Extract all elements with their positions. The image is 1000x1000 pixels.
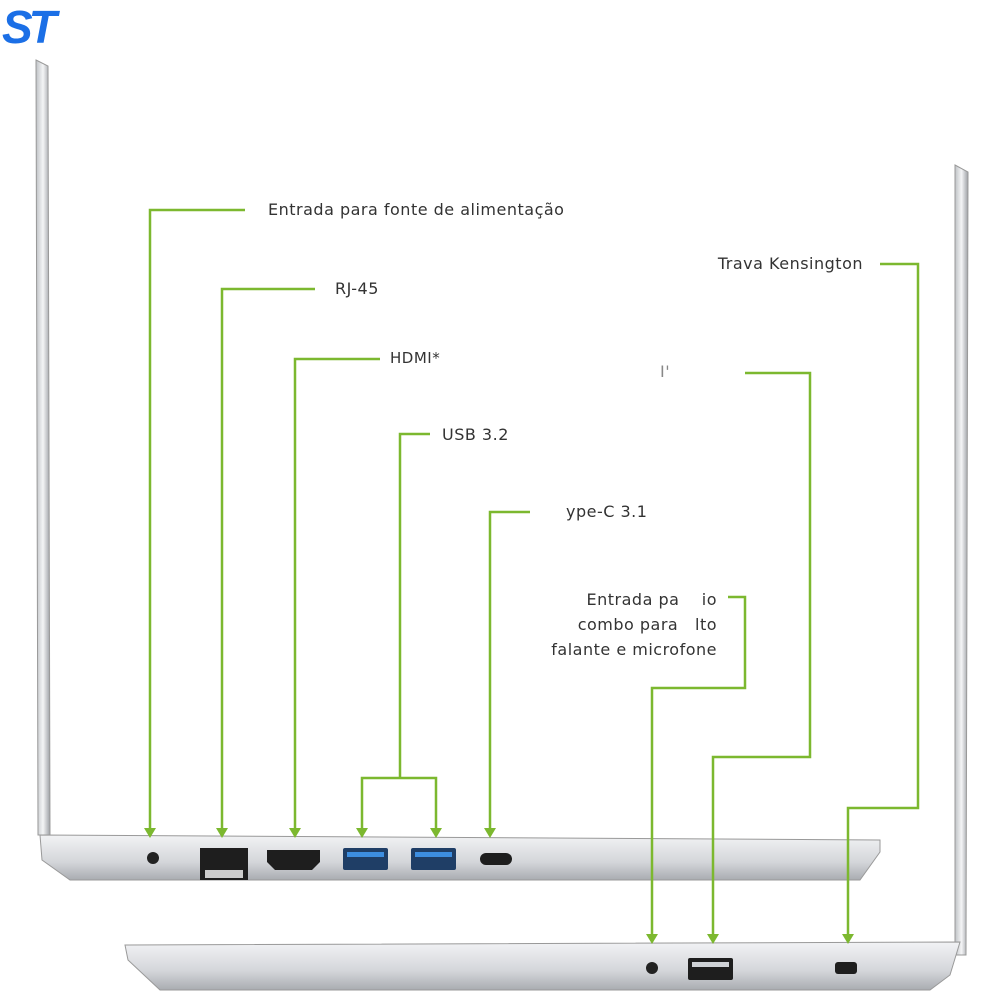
left-laptop-base — [39, 834, 881, 881]
usb-port-1 — [343, 848, 388, 870]
label-hdmi: HDMI* — [390, 349, 441, 367]
usb-port-2 — [411, 848, 456, 870]
audio-jack — [646, 962, 658, 974]
label-audio-combo: Entrada pa io combo para lto falante e m… — [551, 587, 717, 662]
label-usb-typec: ype-C 3.1 — [566, 502, 648, 521]
callout-lines — [148, 208, 920, 938]
right-laptop-base — [124, 941, 961, 991]
hdmi-port — [267, 850, 320, 870]
brand-logo: ST — [2, 1, 57, 53]
usb-c-port — [480, 853, 512, 865]
label-audio-line1: Entrada pa io — [586, 590, 717, 609]
arrowheads — [144, 828, 854, 944]
kensington-slot — [835, 962, 857, 974]
right-laptop-lid — [954, 164, 969, 956]
label-usb32: USB 3.2 — [442, 425, 509, 444]
label-kensington-lock: Trava Kensington — [717, 254, 863, 273]
label-audio-line2: combo para lto — [577, 615, 717, 634]
power-jack — [147, 852, 159, 864]
label-power-input: Entrada para fonte de alimentação — [268, 200, 565, 219]
label-audio-line3: falante e microfone — [551, 640, 717, 659]
label-usb-right: I' — [660, 362, 671, 381]
usb-port-right — [688, 958, 733, 980]
left-laptop-lid — [35, 59, 51, 836]
label-rj45: RJ-45 — [335, 279, 379, 298]
